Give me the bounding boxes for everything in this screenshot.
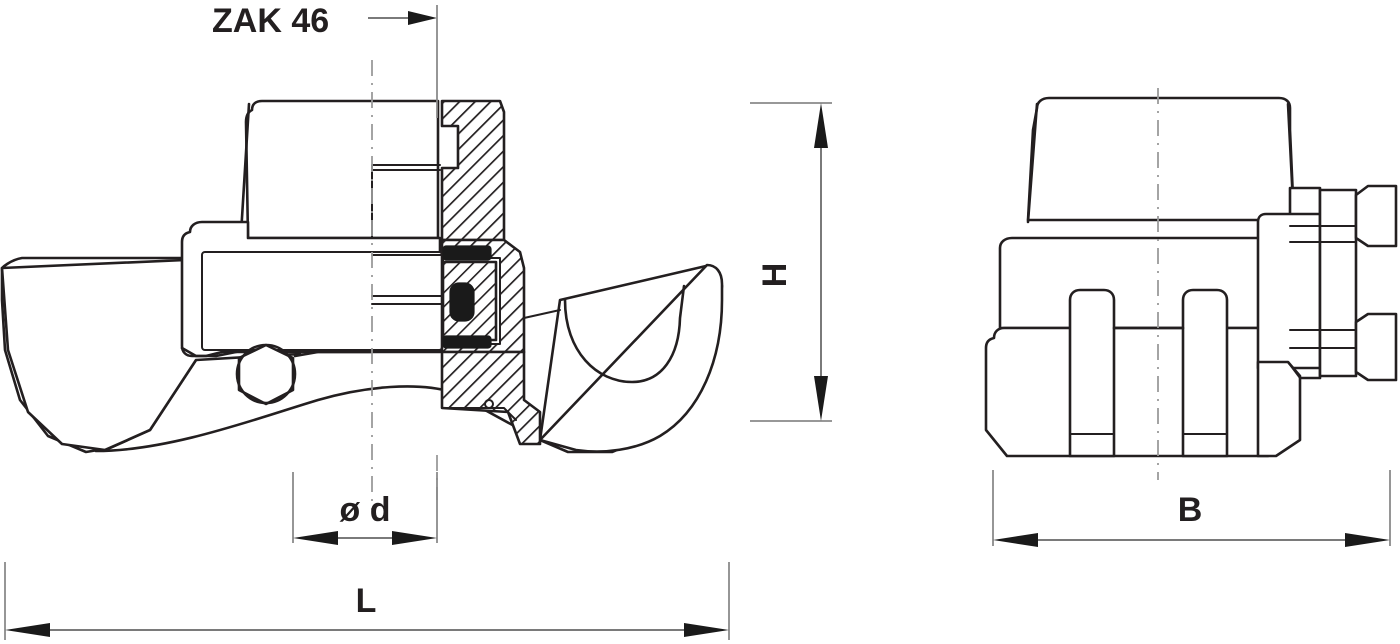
dimension-L-arrow-right-icon bbox=[684, 623, 729, 637]
saddle-right-wing-body bbox=[538, 263, 724, 453]
dimension-B-label: B bbox=[1178, 491, 1203, 529]
front-upper-housing-left-edge bbox=[1026, 102, 1039, 224]
dimension-L-arrow-left-icon bbox=[5, 623, 50, 637]
dimension-H-arrow-bottom-icon bbox=[814, 376, 828, 421]
zak-callout-arrow-icon bbox=[408, 11, 437, 25]
o-ring-seal bbox=[449, 282, 475, 322]
dimension-B-group: B bbox=[992, 470, 1391, 547]
front-outlet-nut-lower bbox=[1354, 312, 1398, 382]
dimension-d-group: ø d bbox=[292, 472, 438, 545]
front-outlet-nut bbox=[1354, 184, 1398, 248]
lower-frame-rib bbox=[293, 350, 374, 358]
lower-foot-inner-edge bbox=[441, 407, 517, 421]
zak-callout-group: ZAK 46 bbox=[212, 2, 438, 118]
dimension-B-arrow-left-icon bbox=[993, 533, 1038, 547]
dimension-H-group: H bbox=[750, 102, 832, 422]
front-outlet-base-plate bbox=[1256, 360, 1302, 458]
front-upper-housing bbox=[1026, 96, 1296, 222]
lower-frame-rib-outer bbox=[180, 346, 238, 358]
dimension-B-arrow-right-icon bbox=[1345, 533, 1390, 547]
front-outlet-base-chamfer bbox=[1287, 361, 1301, 441]
dimension-L-group: L bbox=[4, 562, 730, 640]
front-rib-right bbox=[1181, 288, 1229, 458]
front-outlet-collar bbox=[1256, 212, 1322, 370]
dimension-d-label: ø d bbox=[340, 491, 391, 529]
front-collar-block bbox=[998, 236, 1286, 330]
saddle-right-wing-relief-arc bbox=[563, 284, 686, 384]
lower-foot-detail-dot bbox=[484, 399, 494, 409]
seal-leader-stub bbox=[523, 309, 561, 319]
zak-callout-text: ZAK 46 bbox=[212, 2, 329, 40]
o-ring-seal-upper-lip bbox=[442, 245, 492, 261]
dimension-L-label: L bbox=[356, 582, 377, 620]
hex-bolt-circle bbox=[235, 343, 297, 405]
pipe-surface-arc bbox=[94, 385, 542, 453]
section-view-group bbox=[0, 60, 724, 510]
section-hatch-upper-wall bbox=[440, 99, 506, 242]
front-rib-left bbox=[1068, 288, 1116, 458]
dimension-d-arrow-left-icon bbox=[293, 531, 338, 545]
section-hatch-lower-foot bbox=[440, 350, 542, 446]
front-lower-block bbox=[984, 326, 1292, 458]
hatch-upper-inner-step bbox=[441, 125, 459, 169]
socket-bore-cavity bbox=[201, 251, 443, 351]
dimension-H-arrow-top-icon bbox=[814, 103, 828, 148]
o-ring-seal-lower-lip bbox=[442, 335, 492, 349]
front-view-group bbox=[984, 88, 1398, 480]
dimension-d-arrow-right-icon bbox=[392, 531, 437, 545]
dimension-H-label: H bbox=[756, 263, 794, 288]
upper-housing-left-taper bbox=[239, 102, 251, 236]
